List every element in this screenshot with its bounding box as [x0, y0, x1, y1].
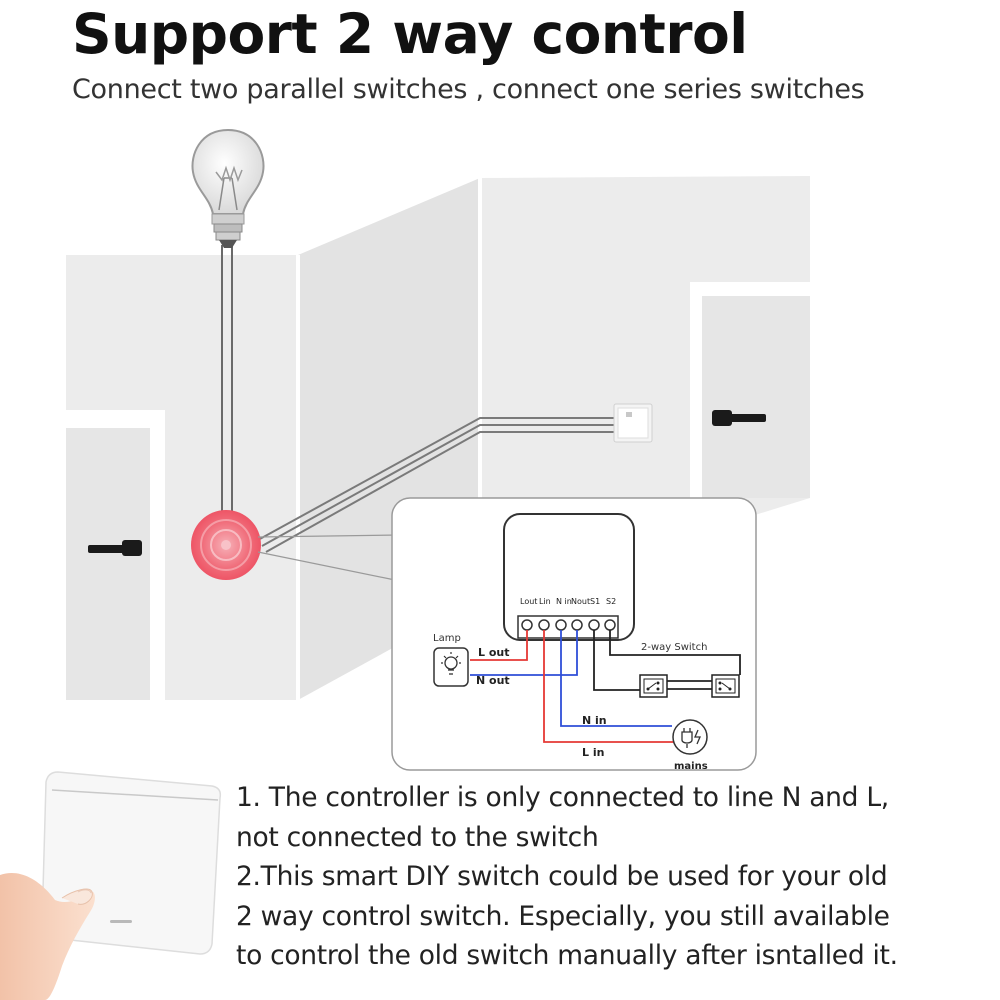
two-way-switch-label: 2-way Switch: [641, 642, 707, 653]
left-door-handle-icon: [88, 540, 142, 556]
terminal-label-s1: S1: [590, 597, 600, 606]
two-way-switch-1-icon: [639, 674, 668, 698]
light-bulb-icon: [191, 128, 265, 248]
page-subtitle: Connect two parallel switches , connect …: [72, 74, 865, 105]
note-line-4: 2 way control switch. Especially, you st…: [236, 900, 890, 932]
notes-block: 1. The controller is only connected to l…: [236, 778, 976, 976]
highlight-marker: [191, 510, 261, 580]
lamp-icon: [433, 647, 469, 687]
two-way-switch-2-icon: [711, 674, 740, 698]
mains-label: mains: [674, 761, 708, 772]
wall-switch-icon: [613, 403, 653, 443]
mains-plug-icon: [672, 719, 708, 755]
wall-wires: [257, 417, 618, 553]
n-out-label: N out: [476, 674, 510, 687]
lamp-label: Lamp: [433, 633, 461, 644]
right-door-handle-icon: [712, 410, 766, 426]
terminal-label-lout: Lout: [520, 597, 537, 606]
l-out-label: L out: [478, 646, 510, 659]
terminal-label-s2: S2: [606, 597, 616, 606]
note-line-2: not connected to the switch: [236, 821, 599, 853]
terminal-label-nin: N in: [556, 597, 572, 606]
callout-pointer: [257, 534, 401, 581]
note-line-3: 2.This smart DIY switch could be used fo…: [236, 861, 888, 892]
note-line-5: to control the old switch manually after…: [236, 940, 898, 971]
wiring-lines: [470, 630, 741, 743]
l-in-label: L in: [582, 746, 604, 759]
page-title: Support 2 way control: [72, 2, 748, 66]
hand-icon: [0, 872, 95, 1000]
n-in-label: N in: [582, 714, 607, 727]
smart-module: Lout Lin N in Nout S1 S2: [503, 513, 635, 641]
note-line-1: 1. The controller is only connected to l…: [236, 782, 889, 813]
terminal-label-nout: Nout: [571, 597, 590, 606]
terminal-label-lin: Lin: [539, 597, 551, 606]
room-walls: [66, 176, 810, 700]
ceiling-wires: [221, 245, 233, 540]
